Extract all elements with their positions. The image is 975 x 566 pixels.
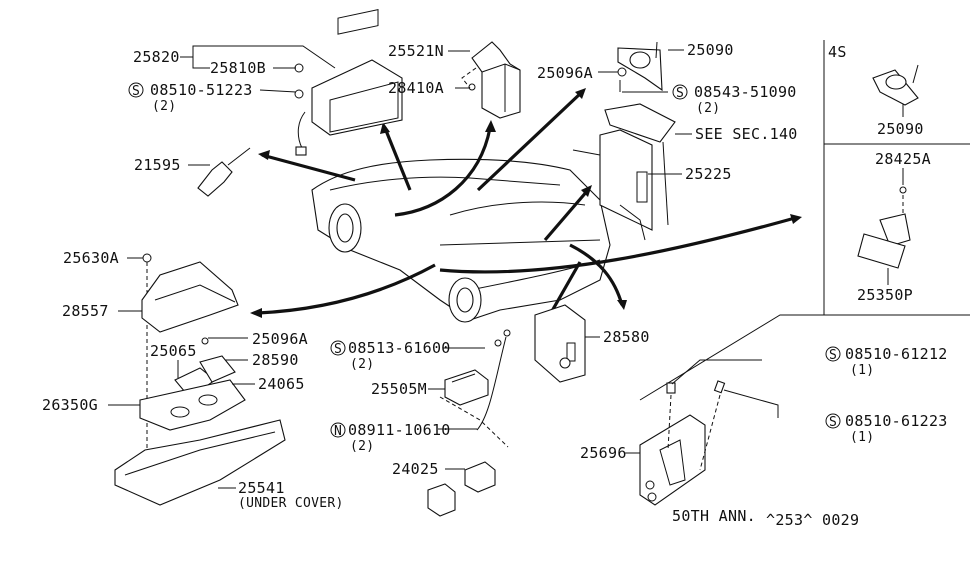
- s-symbol-icon: [128, 82, 144, 98]
- n-symbol-letter: N: [334, 424, 342, 439]
- label-25541: 25541: [238, 479, 285, 497]
- label-25096a-left: 25096A: [252, 330, 308, 348]
- part-25696-unit: [639, 359, 779, 506]
- label-25065: 25065: [150, 342, 197, 360]
- qty-08911-10610: (2): [350, 439, 374, 454]
- part-labels: 25820 25810B S 08510-51223 (2) 21595 255…: [42, 41, 948, 529]
- edition-label: 50TH ANN.: [672, 507, 756, 525]
- car-body: [311, 158, 611, 323]
- label-28580: 28580: [603, 328, 650, 346]
- label-25505m: 25505M: [371, 380, 427, 398]
- s-symbol-letter: S: [334, 342, 342, 357]
- s-symbol-letter: S: [829, 348, 837, 363]
- s-symbol-icon: [672, 84, 688, 100]
- s-symbol-icon: [330, 340, 346, 356]
- label-4s: 4S: [828, 43, 847, 61]
- label-25096a-top: 25096A: [537, 64, 593, 82]
- s-symbol-letter: S: [676, 86, 684, 101]
- label-28425a: 28425A: [875, 150, 931, 168]
- label-08510-61223: 08510-61223: [845, 412, 948, 430]
- label-28590: 28590: [252, 351, 299, 369]
- label-08911-10610: 08911-10610: [348, 421, 451, 439]
- label-25350p: 25350P: [857, 286, 913, 304]
- label-28410a: 28410A: [388, 79, 444, 97]
- part-25521n-relay: [461, 41, 521, 119]
- qty-08510-61212: (1): [850, 363, 874, 378]
- label-08543-51090: 08543-51090: [694, 83, 797, 101]
- label-25696: 25696: [580, 444, 627, 462]
- label-24065: 24065: [258, 375, 305, 393]
- label-25090-top: 25090: [687, 41, 734, 59]
- part-25505m-connector: [439, 339, 509, 448]
- label-25630a: 25630A: [63, 249, 119, 267]
- part-26350g-bracket: [139, 379, 246, 431]
- s-symbol-icon: [825, 413, 841, 429]
- part-21595-sensor: [197, 147, 251, 197]
- label-08510-51223: 08510-51223: [150, 81, 253, 99]
- part-25225-control-unit: [572, 103, 676, 241]
- part-25350p-relay: [857, 168, 911, 285]
- label-25820: 25820: [133, 48, 180, 66]
- label-25225: 25225: [685, 165, 732, 183]
- part-25090-top: [617, 41, 663, 92]
- label-08513-61600: 08513-61600: [348, 339, 451, 357]
- part-24025-connector: [427, 461, 496, 517]
- label-21595: 21595: [134, 156, 181, 174]
- qty-08510-61223: (1): [850, 430, 874, 445]
- s-symbol-icon: [825, 346, 841, 362]
- label-25090-right: 25090: [877, 120, 924, 138]
- part-28557-cover: [141, 253, 239, 470]
- label-under-cover: (UNDER COVER): [238, 496, 344, 511]
- label-see-sec: SEE SEC.140: [695, 125, 798, 143]
- s-symbol-letter: S: [132, 84, 140, 99]
- part-28580-unit: [476, 304, 586, 431]
- n-symbol-icon: [330, 422, 346, 438]
- diagram-code: ^253^ 0029: [766, 511, 859, 529]
- s-symbol-letter: S: [829, 415, 837, 430]
- qty-08510-51223: (2): [152, 99, 176, 114]
- label-26350g: 26350G: [42, 396, 98, 414]
- label-28557: 28557: [62, 302, 109, 320]
- part-25820-meter: [294, 9, 403, 156]
- label-25521n: 25521N: [388, 42, 444, 60]
- label-25810b: 25810B: [210, 59, 266, 77]
- label-08510-61212: 08510-61212: [845, 345, 948, 363]
- part-25090-4s: [872, 64, 919, 117]
- qty-08543-51090: (2): [696, 101, 720, 116]
- part-25541-under-cover: [114, 419, 286, 506]
- qty-08513-61600: (2): [350, 357, 374, 372]
- label-24025: 24025: [392, 460, 439, 478]
- leader-lines: [108, 45, 692, 489]
